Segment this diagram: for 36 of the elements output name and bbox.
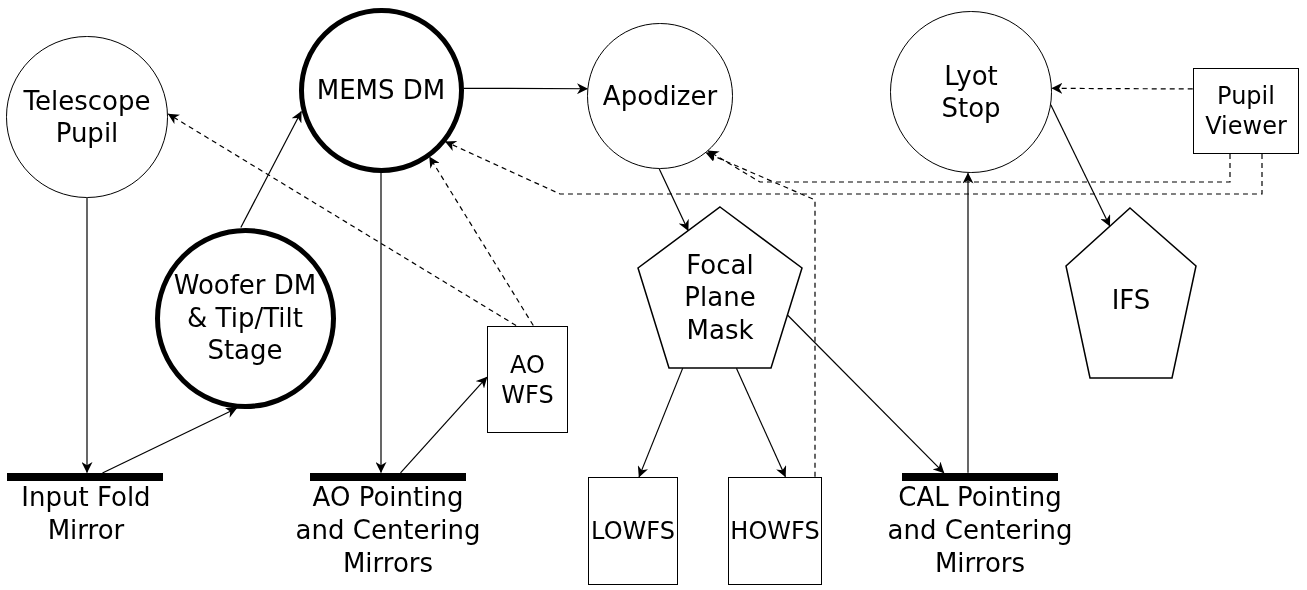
mirror-label: AO Pointing and Centering Mirrors (294, 481, 482, 580)
arrow (81, 197, 93, 474)
arrow (707, 150, 1231, 183)
arrow (637, 367, 684, 478)
arrow (444, 141, 1263, 195)
arrow (705, 151, 816, 478)
node-label: Pupil Viewer (1204, 81, 1288, 141)
arrow (658, 168, 689, 232)
node-label: LOWFS (591, 516, 675, 546)
node-label: Woofer DM & Tip/Tilt Stage (172, 269, 318, 367)
arrow (167, 113, 517, 327)
node-label: HOWFS (730, 516, 820, 546)
arrow (428, 156, 534, 327)
arrow (786, 314, 945, 474)
square-box (728, 477, 822, 585)
mirror-label: CAL Pointing and Centering Mirrors (886, 481, 1074, 580)
mirror-label: Input Fold Mirror (20, 481, 152, 547)
arrow (462, 83, 589, 95)
node-label: MEMS DM (316, 73, 446, 107)
arrow (1050, 104, 1111, 227)
node-label: Telescope Pupil (22, 84, 152, 150)
square-box (1193, 68, 1299, 154)
arrow (1051, 82, 1194, 94)
square-box (487, 326, 568, 433)
node-label: IFS (1111, 284, 1151, 317)
node-label: Focal Plane Mask (683, 248, 757, 347)
arrow (101, 407, 238, 474)
arrow (240, 111, 302, 229)
arrow (735, 367, 787, 478)
node-label: Lyot Stop (940, 59, 1002, 125)
arrow (962, 172, 974, 474)
arrow (399, 376, 488, 474)
square-box (588, 477, 678, 585)
arrow (375, 172, 387, 474)
node-label: Apodizer (602, 79, 718, 113)
node-label: AO WFS (500, 349, 555, 410)
